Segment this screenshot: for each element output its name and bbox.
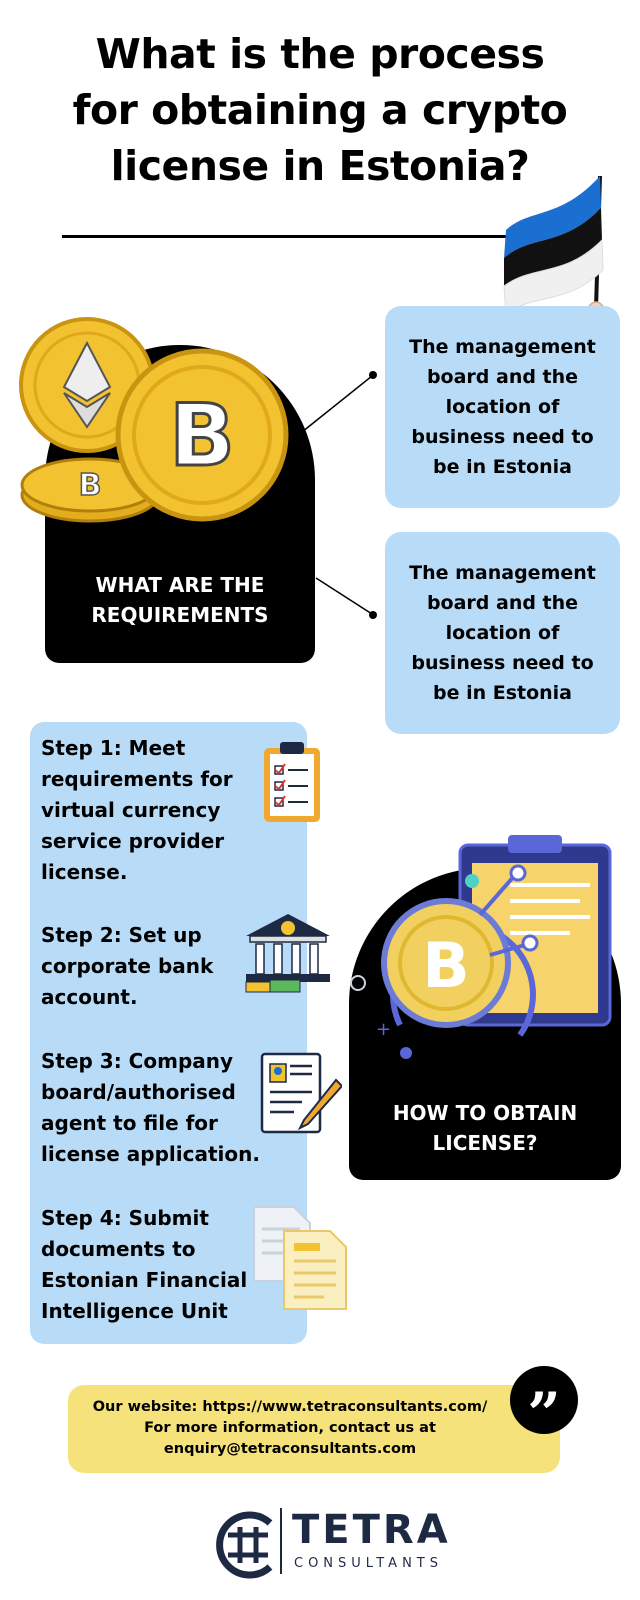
step-3: Step 3: Company board/authorised agent t… xyxy=(41,1049,260,1166)
obtain-license-label: HOW TO OBTAIN LICENSE? xyxy=(349,1098,621,1158)
contact-info-line: For more information, contact us at xyxy=(144,1420,436,1436)
svg-text:+: + xyxy=(376,1019,391,1040)
step-1: Step 1: Meet requirements for virtual cu… xyxy=(41,736,233,884)
requirements-label-line-2: REQUIREMENTS xyxy=(91,603,269,627)
logo-divider xyxy=(280,1508,282,1574)
svg-text:B: B xyxy=(79,468,102,503)
contact-text: Our website: https://www.tetraconsultant… xyxy=(80,1397,500,1460)
email-line[interactable]: enquiry@tetraconsultants.com xyxy=(163,1441,417,1457)
step-4: Step 4: Submit documents to Estonian Fin… xyxy=(41,1206,248,1323)
svg-text:B: B xyxy=(422,929,469,1002)
step-2: Step 2: Set up corporate bank account. xyxy=(41,923,214,1009)
title-line-1: What is the process xyxy=(95,30,545,78)
logo-subtitle: CONSULTANTS xyxy=(294,1556,443,1571)
clipboard-checklist-icon xyxy=(264,742,320,822)
tetra-logo-icon xyxy=(216,1511,273,1579)
obtain-label-line-2: LICENSE? xyxy=(432,1131,538,1155)
requirement-callout-1-text: The management board and the location of… xyxy=(409,336,596,478)
title-line-2: for obtaining a crypto xyxy=(72,86,568,134)
bank-building-icon xyxy=(245,914,330,993)
requirements-label: WHAT ARE THE REQUIREMENTS xyxy=(45,570,315,630)
title-line-3: license in Estonia? xyxy=(110,142,530,190)
document-pen-icon xyxy=(260,1052,342,1134)
documents-stack-icon xyxy=(253,1206,347,1310)
requirement-callout-1: The management board and the location of… xyxy=(385,306,620,508)
bitcoin-clipboard-icon: B + xyxy=(350,835,612,1059)
logo-wordmark: TETRA xyxy=(292,1507,451,1553)
contact-box xyxy=(68,1385,560,1473)
quote-icon: ” xyxy=(510,1366,578,1448)
title-divider xyxy=(62,235,518,238)
website-line[interactable]: Our website: https://www.tetraconsultant… xyxy=(92,1399,488,1415)
requirement-callout-2-text: The management board and the location of… xyxy=(409,562,596,704)
page-title: What is the process for obtaining a cryp… xyxy=(20,26,620,194)
requirement-callout-2: The management board and the location of… xyxy=(385,532,620,734)
requirements-label-line-1: WHAT ARE THE xyxy=(95,573,265,597)
obtain-label-line-1: HOW TO OBTAIN xyxy=(392,1101,578,1125)
svg-text:B: B xyxy=(169,386,235,486)
crypto-coins-icon: B B xyxy=(19,317,289,523)
